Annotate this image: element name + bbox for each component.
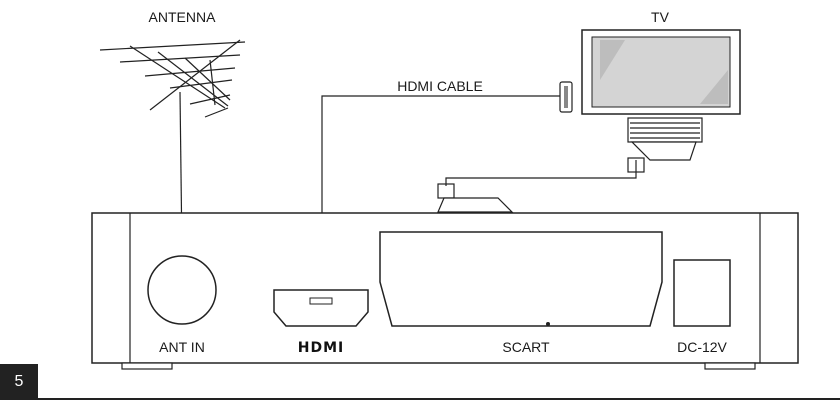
- scart-plug-tv-icon: [627, 117, 703, 173]
- hdmi-port: [273, 289, 369, 327]
- scart-plug-receiver-icon: [437, 183, 514, 213]
- antenna-label: ANTENNA: [149, 9, 217, 25]
- scart-label: SCART: [502, 339, 550, 355]
- tv-icon: [559, 29, 741, 115]
- tv-label: TV: [651, 9, 670, 25]
- ant-in-port: [147, 255, 217, 325]
- antenna-icon: [99, 39, 246, 256]
- hdmi-logo: HDMI: [298, 340, 344, 356]
- dc-port: [673, 259, 731, 327]
- footer-rule: [0, 398, 840, 400]
- dc-label: DC-12V: [677, 339, 727, 355]
- scart-port: [379, 231, 663, 327]
- scart-cable: [445, 160, 637, 186]
- page-number-badge: 5: [0, 364, 38, 399]
- ant-in-label: ANT IN: [159, 339, 205, 355]
- hdmi-cable-label: HDMI CABLE: [397, 78, 483, 94]
